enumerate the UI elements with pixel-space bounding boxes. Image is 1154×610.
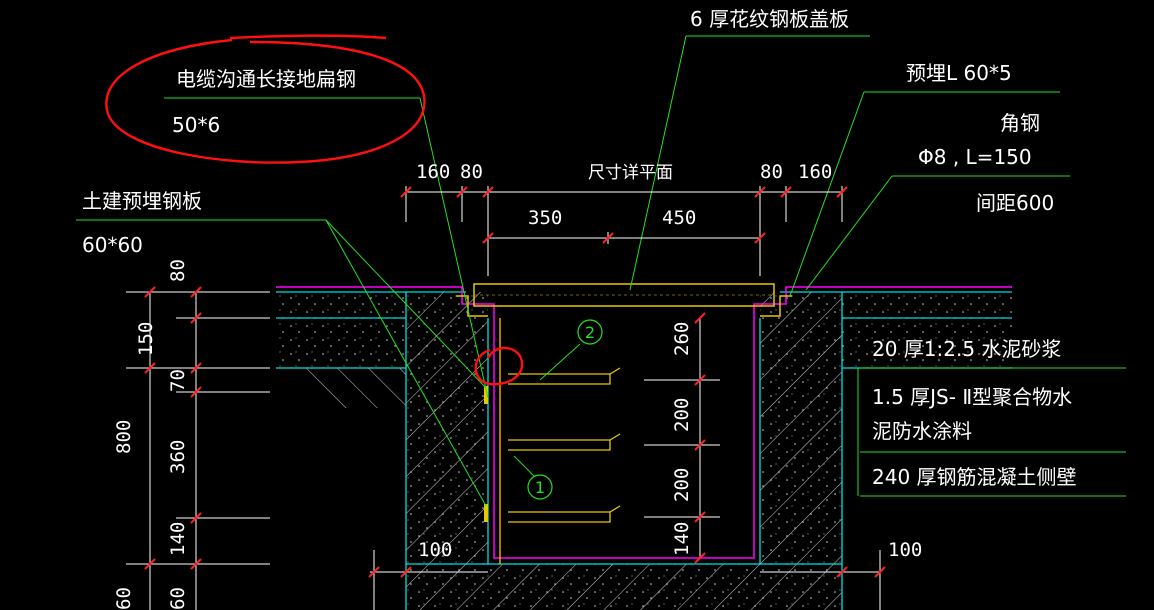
dim-left-150: 150 [135,322,157,356]
dim-inner-450: 450 [662,207,696,229]
dim-right-140: 140 [671,522,693,556]
dim-bottom-100a: 100 [418,539,452,561]
label-embed-plate-size: 60*60 [82,233,143,257]
label-wall: 240 厚钢筋混凝土侧壁 [872,465,1077,489]
dim-inner-70: 70 [167,369,189,392]
dim-top-160a: 160 [416,161,450,183]
dim-top-80b: 80 [760,161,783,183]
dim-right-260: 260 [671,322,693,356]
dim-left-60a: 60 [113,587,135,610]
dimension-values: 160 80 80 160 350 450 150 800 60 80 70 3… [113,161,922,610]
label-angle-steel: 角钢 [1000,111,1040,135]
soil-fill [276,292,1012,408]
label-embed-angle: 预埋L 60*5 [906,61,1012,85]
dim-inner-80: 80 [167,259,189,282]
dim-top-80a: 80 [460,161,483,183]
drawing-labels: 6 厚花纹钢板盖板 电缆沟通长接地扁钢 50*6 预埋L 60*5 角钢 Φ8 … [82,7,1077,489]
embedded-angle [456,295,792,564]
leader-lines [76,35,1126,507]
label-cover-plate: 6 厚花纹钢板盖板 [690,7,849,31]
svg-text:2: 2 [585,323,595,342]
label-spacing: 间距600 [976,191,1054,215]
label-flat-steel-size: 50*6 [172,113,220,137]
dim-left-800: 800 [113,420,135,454]
label-rebar: Φ8 , L=150 [918,145,1032,169]
svg-text:1: 1 [535,478,545,497]
red-markup [105,34,524,386]
label-mortar: 20 厚1:2.5 水泥砂浆 [872,337,1061,361]
dim-right-200a: 200 [671,398,693,432]
dim-inner-360: 360 [167,440,189,474]
label-plan-ref: 尺寸详平面 [588,163,673,183]
dim-bottom-100b: 100 [888,539,922,561]
dim-inner-350: 350 [528,207,562,229]
label-flat-steel: 电缆沟通长接地扁钢 [176,67,356,91]
dimension-ticks [144,186,886,578]
label-embed-plate: 土建预埋钢板 [82,189,202,213]
dim-inner-60: 60 [167,587,189,610]
dimension-lines [126,186,881,610]
concrete-walls [406,292,842,610]
dim-inner-140: 140 [167,522,189,556]
label-coating-1: 1.5 厚JS- Ⅱ型聚合物水 [872,385,1072,409]
cable-brackets [508,367,621,523]
callout-circle-2: 2 [577,319,603,345]
dim-right-200b: 200 [671,468,693,502]
dim-top-160b: 160 [798,161,832,183]
label-coating-2: 泥防水涂料 [872,419,972,443]
callout-circle-1: 1 [527,474,553,500]
